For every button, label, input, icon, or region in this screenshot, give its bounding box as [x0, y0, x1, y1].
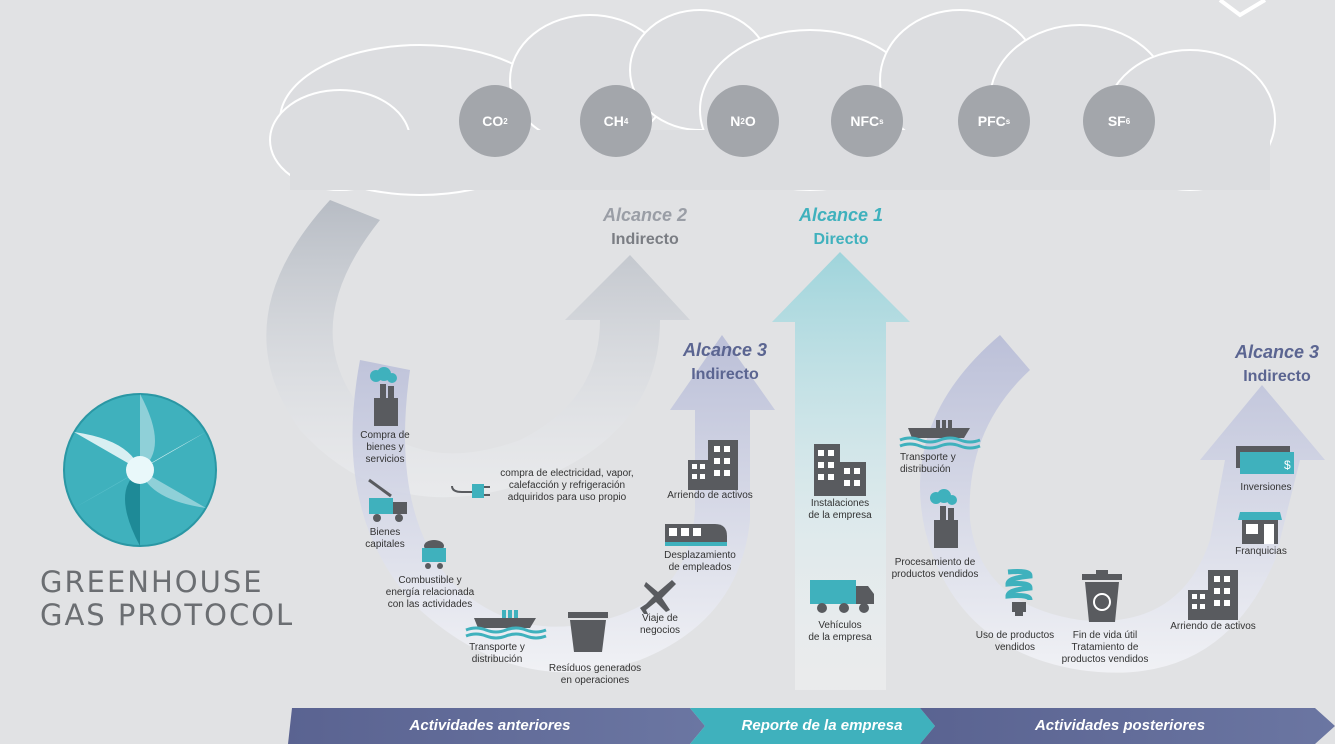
scope1-title: Alcance 1 [798, 205, 884, 225]
gas-n2o-sub: 2 [740, 116, 745, 126]
label-procesamiento: Procesamiento de productos vendidos [891, 557, 979, 580]
recycle-bin-icon [1082, 570, 1122, 622]
label-instalaciones: Instalaciones de la empresa [808, 498, 872, 521]
label-viaje: Viaje de negocios [639, 613, 681, 636]
band-downstream-label: Actividades posteriores [1034, 717, 1206, 734]
gas-sf6-sub: 6 [1125, 116, 1131, 126]
scope2-title: Alcance 2 [602, 205, 688, 225]
gas-sf6-label: SF [1107, 113, 1126, 129]
scope3-down-title: Alcance 3 [1234, 342, 1320, 362]
label-inversiones: Inversiones [1240, 482, 1292, 493]
band-company-label: Reporte de la empresa [741, 717, 903, 734]
brand-line2: GAS PROTOCOL [40, 598, 295, 632]
factory-icon-downstream [930, 489, 958, 548]
gas-co2-label: CO [482, 113, 504, 129]
gas-pfcs-sub: s [1005, 116, 1011, 126]
gas-n2o-label: N [730, 113, 741, 129]
coal-cart-icon [422, 540, 446, 569]
gas-nfcs-label: NFC [850, 113, 880, 129]
scope3-down-subtitle: Indirecto [1243, 368, 1311, 385]
ship-icon [465, 610, 547, 640]
scope1-subtitle: Directo [813, 231, 869, 248]
label-compra: Compra de bienes y servicios [360, 430, 410, 465]
label-franquicias: Franquicias [1235, 546, 1287, 557]
label-electricidad: compra de electricidad, vapor, calefacci… [500, 468, 634, 503]
airplane-icon [640, 580, 676, 614]
label-residuos: Resíduos generados en operaciones [548, 663, 642, 686]
scope3-up-title: Alcance 3 [682, 340, 768, 360]
ghg-logo [63, 393, 217, 547]
factory-icon [370, 367, 398, 426]
money-icon: $ [1236, 446, 1294, 474]
label-bienes: Bienes capitales [365, 527, 405, 550]
band-upstream-label: Actividades anteriores [409, 717, 571, 734]
label-desplazamiento: Desplazamiento de empleados [664, 550, 736, 573]
dumpster-icon [568, 612, 608, 652]
label-combustible: Combustible y energía relacionada con la… [385, 575, 475, 610]
upstream-band [288, 708, 705, 744]
corner-emblem [1218, 0, 1267, 18]
crane-truck-icon [368, 478, 407, 522]
gas-co2-sub: 2 [503, 116, 508, 126]
label-transporte-down: Transporte y distribución [900, 452, 956, 475]
svg-text:$: $ [1284, 458, 1291, 472]
company-building-icon [814, 444, 866, 496]
scope3-up-subtitle: Indirecto [691, 366, 759, 383]
ship-icon-downstream [899, 420, 981, 450]
gas-n2o-tail: O [744, 113, 756, 129]
scope2-subtitle: Indirecto [611, 231, 679, 248]
gas-ch4-label: CH [603, 113, 624, 129]
office-building-icon [688, 440, 738, 490]
leased-building-icon [1188, 570, 1238, 620]
gas-nfcs-sub: s [879, 116, 884, 126]
company-truck-icon [810, 580, 874, 613]
company-band [690, 708, 935, 744]
gas-pfcs-label: PFC [977, 113, 1006, 129]
storefront-icon [1238, 512, 1282, 544]
label-vehiculos: Vehículos de la empresa [808, 620, 872, 643]
label-arriendo-up: Arriendo de activos [667, 490, 753, 501]
train-icon [665, 524, 727, 546]
brand-line1: GREENHOUSE [40, 565, 264, 599]
label-arriendo-down: Arriendo de activos [1170, 621, 1256, 632]
label-fin-vida: Fin de vida útil Tratamiento de producto… [1061, 630, 1149, 665]
label-transporte-up: Transporte y distribución [469, 642, 525, 665]
power-plug-icon [451, 484, 490, 498]
lightbulb-icon [1005, 569, 1033, 616]
downstream-band [920, 708, 1335, 744]
label-uso: Uso de productos vendidos [975, 630, 1055, 653]
gas-ch4-sub: 4 [623, 116, 629, 126]
